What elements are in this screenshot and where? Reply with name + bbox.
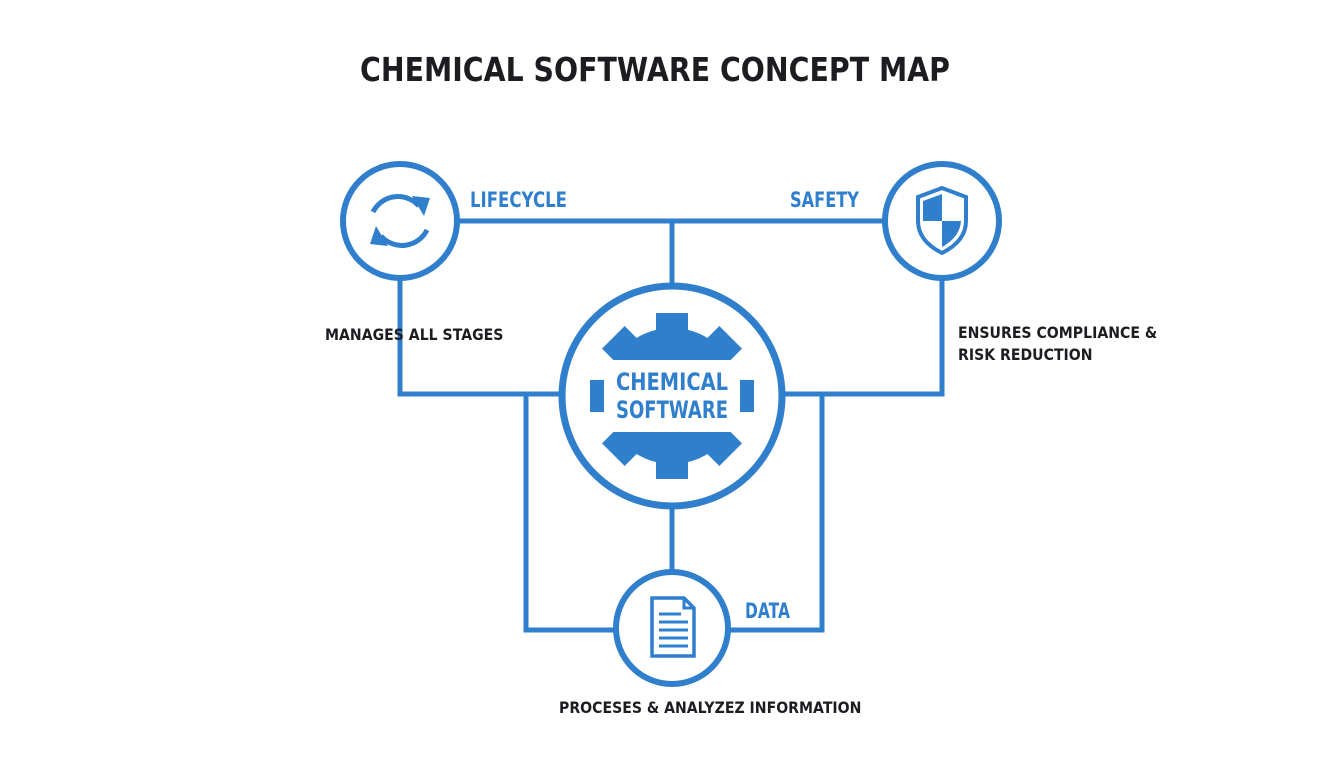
connector-left-loop (523, 394, 616, 633)
node-center: CHEMICAL SOFTWARE (558, 282, 786, 510)
safety-description-line1: ENSURES COMPLIANCE & (958, 323, 1158, 342)
page-title: CHEMICAL SOFTWARE CONCEPT MAP (360, 50, 950, 89)
node-safety (882, 161, 1002, 281)
connector-safety (785, 278, 945, 397)
safety-description-line2: RISK REDUCTION (958, 345, 1093, 364)
data-label: DATA (745, 599, 791, 623)
data-description: PROCESES & ANALYZEZ INFORMATION (559, 698, 862, 717)
center-label-line2: SOFTWARE (616, 396, 728, 424)
connector-lifecycle (397, 278, 560, 397)
center-label-line1: CHEMICAL (616, 368, 728, 396)
node-lifecycle (340, 161, 460, 281)
refresh-cycle-icon (370, 194, 430, 248)
safety-label: SAFETY (790, 188, 860, 212)
node-data (613, 569, 731, 687)
document-icon (650, 596, 696, 658)
gear-icon (590, 313, 754, 479)
lifecycle-label: LIFECYCLE (470, 188, 567, 212)
connector-right-loop (728, 394, 825, 633)
lifecycle-description: MANAGES ALL STAGES (325, 325, 504, 344)
shield-icon (916, 185, 968, 256)
